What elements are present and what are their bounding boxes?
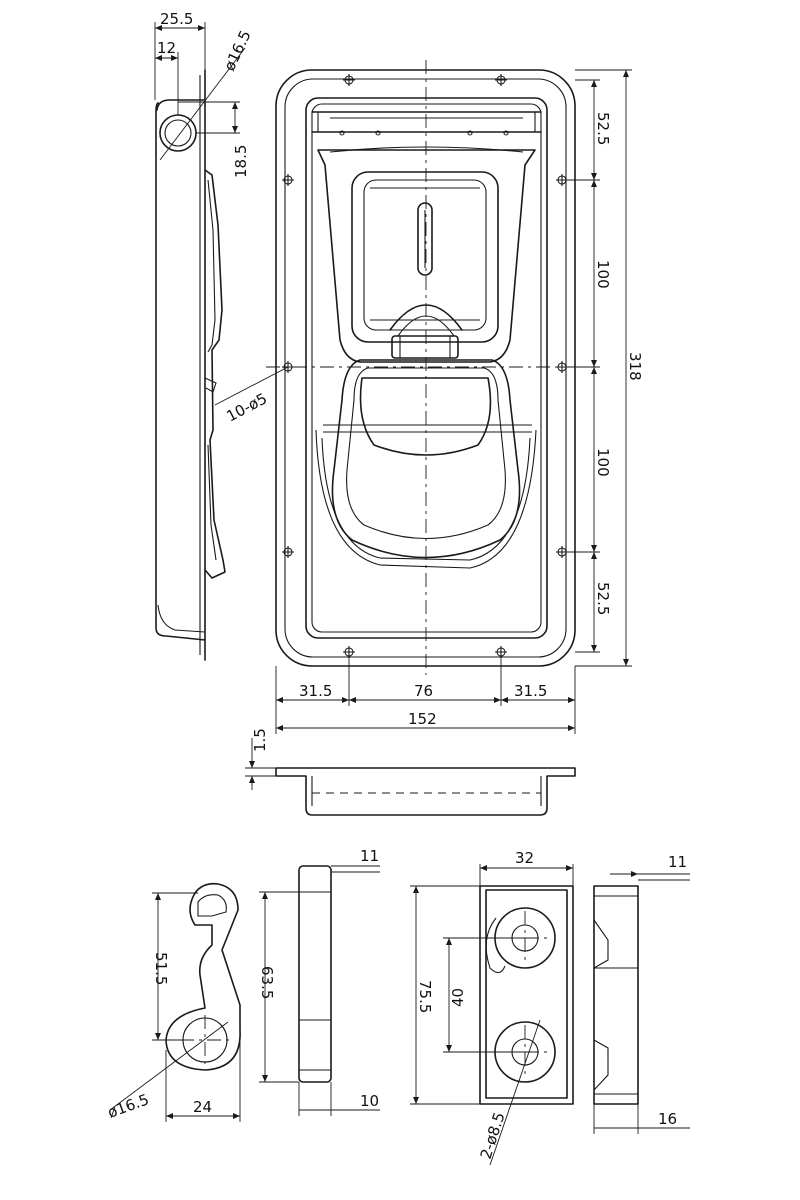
dim-block-width: 32: [515, 849, 534, 867]
dim-hook-width: 24: [193, 1098, 212, 1116]
dim-bar-height: 63.5: [258, 966, 276, 999]
dim-front-bottom: 52.5: [594, 582, 612, 615]
upper-pocket: [351, 171, 499, 343]
dim-block-holes: 2-ø8.5: [477, 1110, 509, 1161]
front-paddle: [317, 149, 536, 363]
hook-outline: [165, 882, 241, 1071]
dim-bar-top: 11: [360, 847, 379, 865]
dim-block-hole-spacing: 40: [449, 988, 467, 1007]
front-flange: [275, 69, 576, 667]
dim-front-left: 31.5: [299, 682, 332, 700]
bar-outline: [298, 865, 332, 1083]
dim-block-side-width: 16: [658, 1110, 677, 1128]
block-outline: [479, 885, 574, 1105]
side-view: 25.5 12 ø16.5 18.5 10-ø5: [154, 10, 289, 661]
dim-front-right: 31.5: [514, 682, 547, 700]
dim-holes-note: 10-ø5: [223, 389, 270, 425]
slot: [417, 202, 433, 276]
dim-front-lower: 100: [594, 448, 612, 477]
mounting-holes: [282, 74, 568, 658]
dim-side-hole-height: 18.5: [232, 145, 250, 178]
dim-bar-bottom: 10: [360, 1092, 379, 1110]
dim-front-top: 52.5: [594, 112, 612, 145]
dim-front-upper: 100: [594, 260, 612, 289]
front-recess: [305, 97, 548, 639]
block-side-outline: [593, 885, 639, 1105]
dim-front-total-height: 318: [626, 352, 644, 381]
dim-front-center: 76: [414, 682, 433, 700]
dim-side-hole-dia: ø16.5: [220, 27, 254, 73]
dim-side-offset: 12: [157, 39, 176, 57]
side-view-paddle: [204, 169, 226, 579]
dim-block-height: 75.5: [416, 980, 434, 1013]
block-side: 11 16: [593, 853, 690, 1134]
dim-hook-height: 51.5: [152, 952, 170, 985]
block-part: 32 75.5 40 2-ø8.5: [410, 849, 574, 1166]
lower-handle: [331, 359, 521, 559]
dim-front-total-width: 152: [408, 710, 437, 728]
side-view-body: [155, 69, 206, 661]
front-view: 52.5 100 100 52.5 318 31.5 76 31.5 152: [266, 60, 644, 734]
dim-block-side-top: 11: [668, 853, 687, 871]
dim-bottom-flange: 1.5: [251, 728, 269, 752]
hook-part: 51.5 ø16.5 24: [105, 882, 241, 1122]
bottom-view: 1.5: [245, 728, 576, 816]
bar-part: 11 63.5 10: [258, 847, 380, 1116]
dim-hook-dia: ø16.5: [105, 1090, 151, 1121]
dim-side-width: 25.5: [160, 10, 193, 28]
